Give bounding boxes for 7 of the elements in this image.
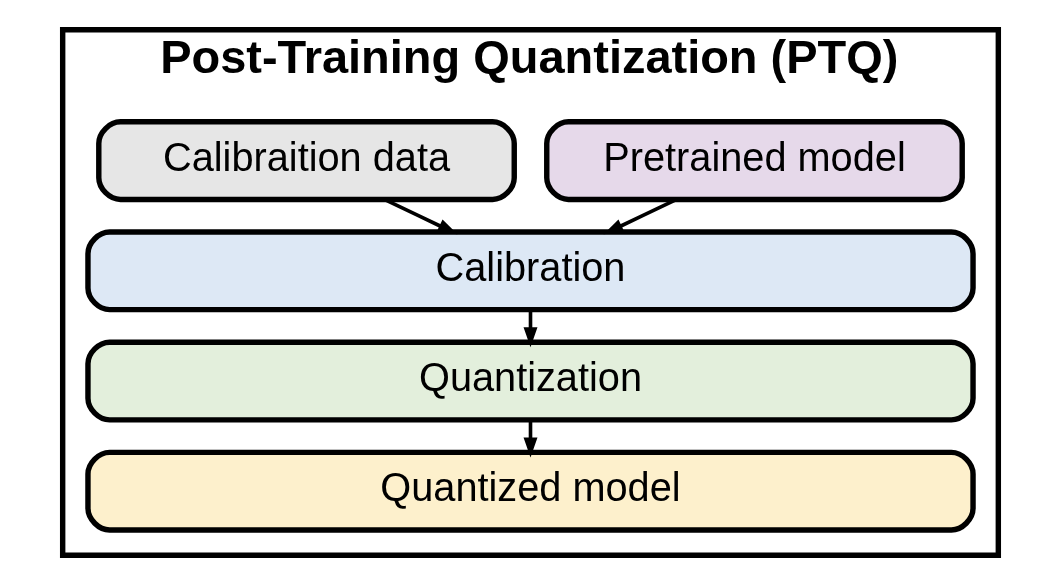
node-box: Calibration [85,229,976,313]
node-box: Calibraition data [96,119,517,203]
arrow [523,309,538,348]
arrow [523,420,538,458]
node-box: Pretrained model [544,119,965,203]
node-box: Quantization [85,339,976,423]
node-box: Quantized model [85,449,976,533]
